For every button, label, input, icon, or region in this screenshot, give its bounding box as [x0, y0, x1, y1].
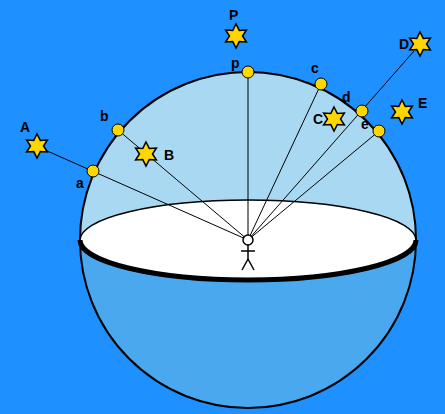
- point-label: d: [342, 90, 351, 104]
- star-symbol: [324, 107, 345, 131]
- star-label: P: [229, 8, 238, 22]
- projection-dots: [87, 66, 385, 177]
- star-symbol: [136, 142, 157, 166]
- stars: [27, 24, 431, 166]
- observer-figure: [241, 235, 255, 270]
- sphere-outline: [80, 72, 416, 408]
- sight-lines: [45, 51, 414, 240]
- point-label: e: [361, 117, 369, 131]
- point-label: a: [76, 176, 84, 190]
- star-label: D: [399, 37, 409, 51]
- star-symbol: [392, 100, 413, 124]
- upper-hemisphere: [80, 72, 416, 240]
- lower-hemisphere: [80, 240, 416, 408]
- point-label: c: [311, 61, 319, 75]
- star-label: E: [418, 96, 427, 110]
- horizon-rim: [80, 240, 416, 280]
- star-label: B: [164, 148, 174, 162]
- point-label: p: [231, 56, 240, 70]
- star-symbol: [410, 32, 431, 56]
- star-symbol: [226, 24, 247, 48]
- star-label: C: [313, 112, 323, 126]
- star-symbol: [27, 134, 48, 158]
- star-label: A: [20, 120, 30, 134]
- point-label: b: [100, 109, 109, 123]
